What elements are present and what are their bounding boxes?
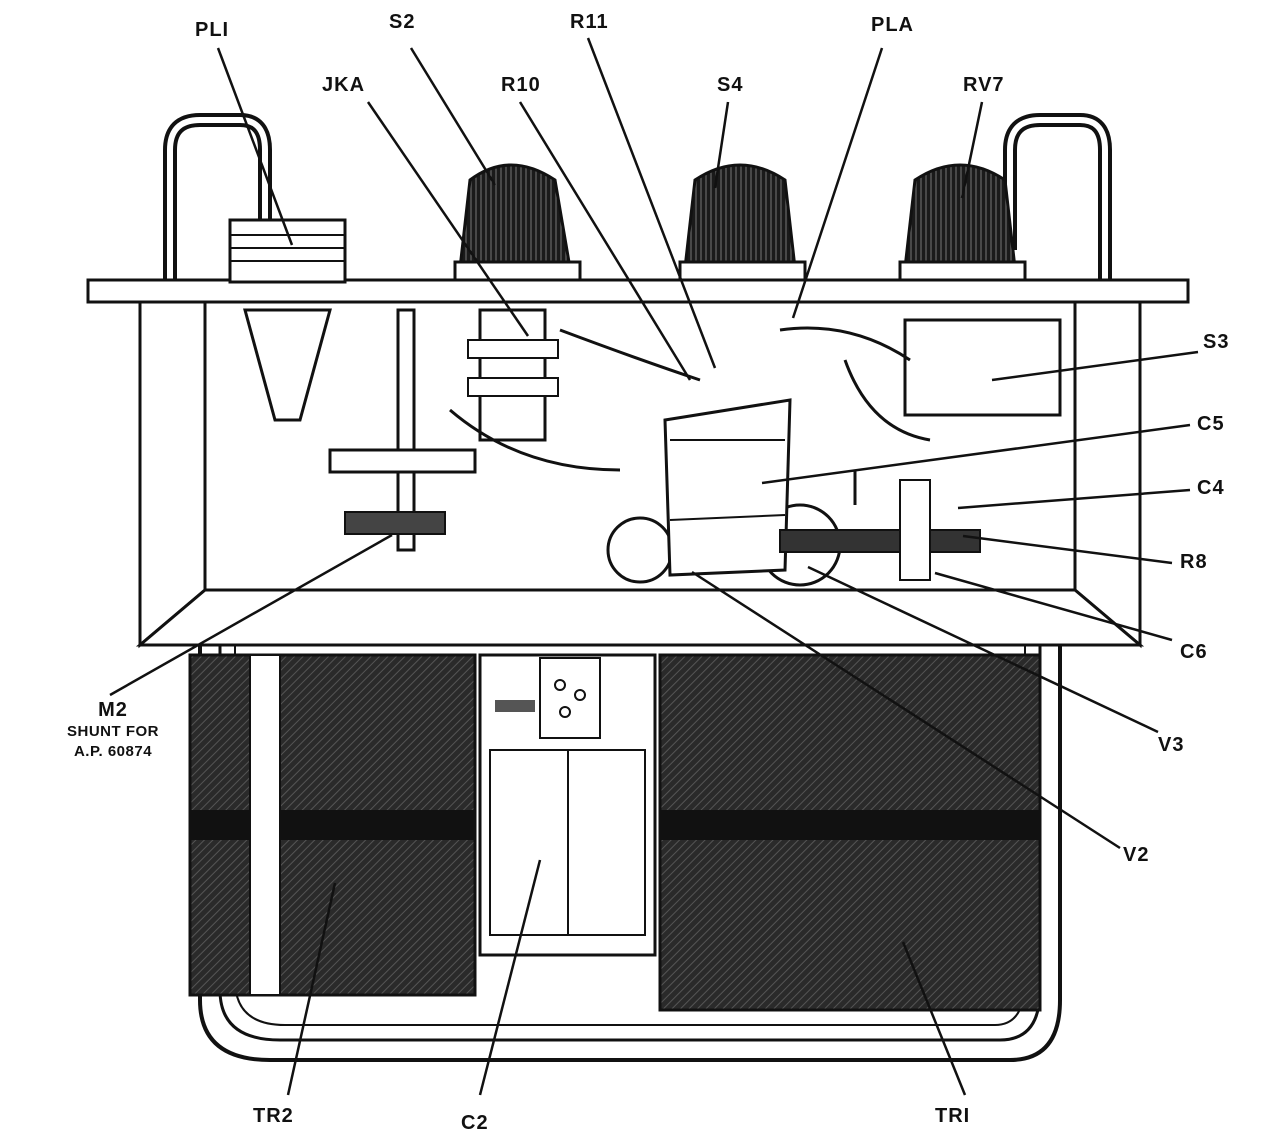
transformer-tr2: [188, 653, 477, 997]
knob-rv7: [898, 163, 1027, 282]
label-pl1: PLI: [195, 19, 230, 41]
leader-lines: [109, 37, 1199, 1096]
carry-handles: [163, 113, 1112, 280]
label-v3: V3: [1158, 734, 1185, 756]
label-m2-shunt: SHUNT FOR: [67, 723, 159, 740]
label-jka: JKA: [322, 74, 366, 96]
label-s3: S3: [1203, 331, 1230, 353]
label-c5: C5: [1197, 413, 1225, 435]
label-c6: C6: [1180, 641, 1208, 663]
label-v2: V2: [1123, 844, 1150, 866]
label-r11: R11: [570, 11, 609, 33]
capacitor-c2: [478, 653, 657, 957]
label-tr1: TRI: [935, 1105, 971, 1127]
knob-s4: [678, 163, 807, 282]
label-c2: C2: [461, 1112, 489, 1134]
knob-s2: [453, 163, 582, 282]
label-r8: R8: [1180, 551, 1208, 573]
transformer-tr1: [658, 653, 1042, 1012]
label-c4: C4: [1197, 477, 1225, 499]
label-pla: PLA: [871, 14, 914, 36]
label-m2-ap: A.P. 60874: [73, 743, 153, 760]
label-s2: S2: [389, 11, 416, 33]
label-m2: M2: [98, 699, 128, 721]
label-r10: R10: [501, 74, 541, 96]
internal-components: [328, 308, 1062, 587]
label-s4: S4: [717, 74, 744, 96]
label-tr2: TR2: [253, 1105, 294, 1127]
label-rv7: RV7: [963, 74, 1005, 96]
